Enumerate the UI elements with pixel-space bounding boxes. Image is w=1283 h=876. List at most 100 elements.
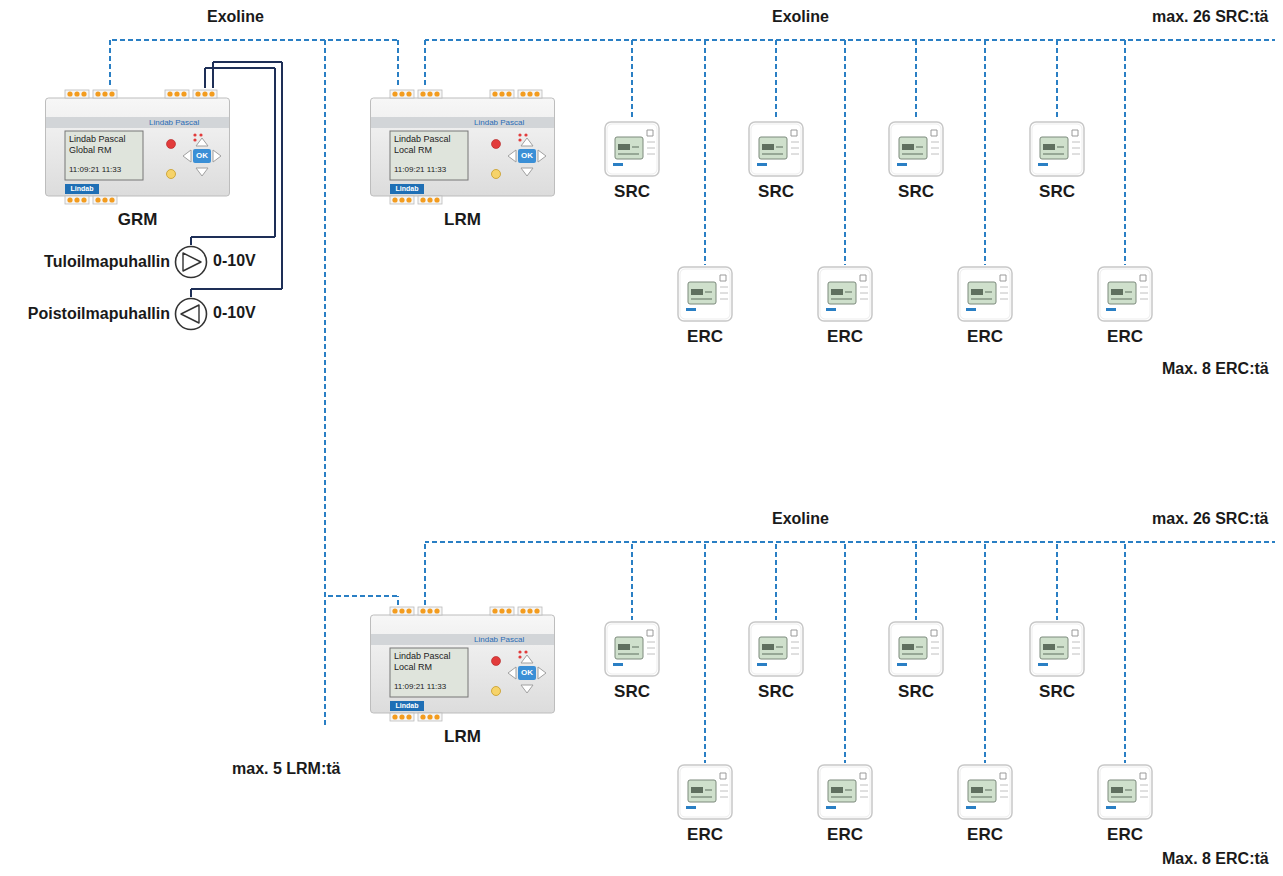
wire-segment [424, 542, 426, 605]
room-controller: ERC [1093, 763, 1157, 847]
display-text: Lindab Pascal Local RM [394, 651, 466, 673]
room-controller-icon [887, 120, 945, 178]
wire-segment [424, 40, 426, 88]
room-controller: ERC [813, 265, 877, 349]
room-controller: SRC [1025, 120, 1089, 204]
room-controller-icon [603, 120, 661, 178]
room-controller-icon [1096, 265, 1154, 323]
wire-segment [110, 39, 398, 41]
wire-segment [213, 61, 282, 63]
wire-segment [424, 542, 426, 605]
brand-logo: Lindab [65, 185, 99, 193]
wire-segment [205, 67, 275, 69]
device-name: ERC [1093, 327, 1157, 347]
device-name: SRC [744, 182, 808, 202]
brand-logo: Lindab [390, 185, 424, 193]
exoline-bus-connector [110, 40, 398, 605]
wire-segment [424, 40, 426, 88]
device-name: ERC [673, 825, 737, 845]
wire-segment [1124, 542, 1126, 763]
exoline-bus-connector [110, 40, 398, 88]
room-controller-icon [747, 620, 805, 678]
exoline-bus-connector [425, 542, 632, 620]
display-time: 11:09:21 11:33 [394, 682, 446, 692]
wire-segment [397, 596, 399, 605]
device-name: SRC [1025, 182, 1089, 202]
wire-segment [984, 40, 986, 265]
wire-segment [424, 40, 426, 88]
device-name: SRC [600, 182, 664, 202]
wire-segment [191, 236, 275, 238]
exoline-bus-connector [425, 542, 776, 620]
wire-segment [109, 40, 111, 88]
room-controller-icon [603, 620, 661, 678]
ok-button-text: OK [518, 668, 536, 678]
bus-note: Max. 8 ERC:tä [1160, 360, 1271, 378]
wire-segment [424, 40, 426, 88]
device-name: SRC [744, 682, 808, 702]
device-name: GRM [45, 210, 230, 230]
room-controller: SRC [600, 120, 664, 204]
room-controller: ERC [813, 763, 877, 847]
room-controller-icon [956, 265, 1014, 323]
brand-header: Lindab Pascal [474, 635, 524, 645]
wire-segment [281, 62, 283, 289]
fan-node: Poistoilmapuhallin [28, 297, 208, 331]
room-controller: ERC [1093, 265, 1157, 349]
signal-label: 0-10V [211, 252, 258, 270]
wire-segment [424, 40, 426, 88]
exoline-bus-connector [425, 542, 1057, 620]
bus-note: Exoline [770, 510, 831, 528]
wire-segment [704, 542, 706, 763]
wire-segment [915, 40, 917, 120]
room-controller: ERC [953, 265, 1017, 349]
wire-segment [325, 595, 398, 597]
ok-button-text: OK [518, 151, 536, 161]
wire-segment [424, 542, 426, 605]
device-name: SRC [884, 682, 948, 702]
bus-note: Exoline [770, 8, 831, 26]
wire-segment [424, 542, 426, 605]
device-name: SRC [1025, 682, 1089, 702]
fan-symbol [174, 245, 208, 279]
room-manager-controller: Lindab PascalLindab Pascal Local RM 11:09… [370, 605, 555, 751]
exoline-bus-connector [425, 40, 1125, 265]
wire-segment [425, 39, 1125, 41]
device-name: ERC [813, 327, 877, 347]
room-controller: ERC [673, 763, 737, 847]
room-controller: ERC [953, 763, 1017, 847]
fan-symbol [174, 297, 208, 331]
wire-segment [110, 39, 325, 41]
wire-segment [424, 542, 426, 605]
room-controller: SRC [884, 620, 948, 704]
device-name: SRC [600, 682, 664, 702]
device-name: ERC [1093, 825, 1157, 845]
wire-segment [631, 542, 633, 620]
wire-segment [775, 542, 777, 620]
wire-segment [212, 62, 214, 88]
device-name: SRC [884, 182, 948, 202]
room-controller-icon [816, 763, 874, 821]
wire-segment [1056, 40, 1058, 120]
device-name: LRM [370, 727, 555, 747]
wire-segment [424, 40, 426, 88]
room-manager-controller: Lindab PascalLindab Pascal Global RM11:0… [45, 88, 230, 234]
wire-segment [109, 40, 111, 88]
wire-segment [1124, 40, 1126, 265]
wire-segment [324, 40, 326, 596]
bus-note: max. 26 SRC:tä [1150, 8, 1271, 26]
device-name: LRM [370, 210, 555, 230]
room-controller: SRC [600, 620, 664, 704]
wire-segment [397, 40, 399, 88]
room-controller-icon [676, 265, 734, 323]
room-controller-icon [1028, 620, 1086, 678]
room-controller-icon [887, 620, 945, 678]
room-controller-icon [816, 265, 874, 323]
ok-button-text: OK [193, 151, 211, 161]
brand-header: Lindab Pascal [149, 118, 199, 128]
display-text: Lindab Pascal Local RM [394, 134, 466, 156]
wire-segment [984, 542, 986, 763]
fan-name: Poistoilmapuhallin [28, 305, 170, 323]
room-controller-icon [1096, 763, 1154, 821]
